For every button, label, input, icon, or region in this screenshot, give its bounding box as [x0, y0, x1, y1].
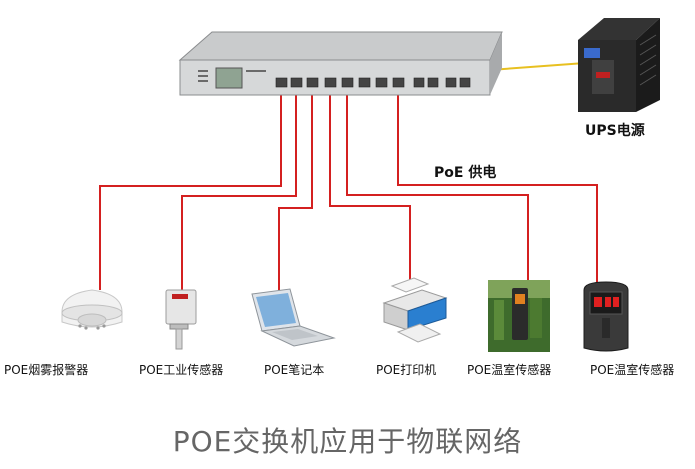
poe-switch — [178, 31, 503, 96]
industrial-sensor-icon — [165, 289, 197, 350]
poe-cables — [99, 88, 598, 290]
device-label-industrial-sensor: POE工业传感器 — [139, 363, 224, 377]
switch-side — [490, 32, 502, 95]
cable-greenhouse-sensor — [346, 88, 529, 280]
switch-ports — [275, 77, 471, 88]
cable-printer — [329, 88, 411, 285]
cable-greenhouse-display — [397, 88, 598, 285]
cable-smoke-detector — [99, 88, 282, 290]
ups-cable — [489, 62, 586, 71]
ups-label: UPS电源 — [585, 123, 645, 139]
switch-lcd — [215, 67, 243, 89]
printer-icon — [382, 277, 448, 343]
device-label-greenhouse-sensor: POE温室传感器 — [467, 363, 552, 377]
device-label-smoke-detector: POE烟雾报警器 — [4, 363, 89, 377]
cable-laptop — [278, 88, 313, 290]
cable-industrial-sensor — [181, 88, 297, 290]
switch-leds — [198, 70, 266, 82]
greenhouse-sensor-icon — [488, 280, 550, 352]
switch-top — [178, 31, 503, 61]
device-label-laptop: POE笔记本 — [264, 363, 325, 377]
diagram-title: POE交换机应用于物联网络 — [172, 425, 523, 458]
poe-supply-label: PoE 供电 — [434, 165, 497, 181]
laptop-icon — [251, 288, 336, 347]
greenhouse-sensor-display-icon — [583, 281, 629, 352]
device-label-printer: POE打印机 — [376, 363, 437, 377]
smoke-detector-icon — [61, 289, 123, 330]
device-label-greenhouse-sensor-display: POE温室传感器 — [590, 363, 675, 377]
ups-icon — [578, 18, 660, 112]
